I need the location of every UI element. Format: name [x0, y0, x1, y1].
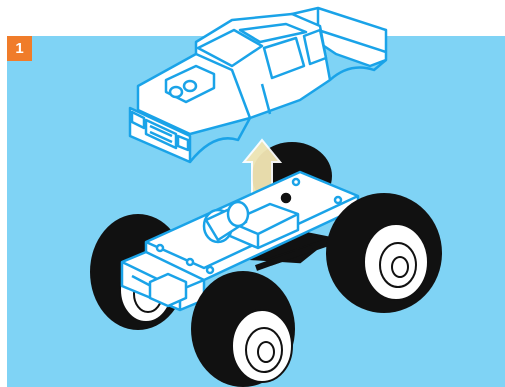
front-right-wheel	[326, 193, 442, 313]
truck-body-shell	[130, 8, 386, 162]
step-number-badge: 1	[7, 36, 32, 61]
front-left-wheel	[191, 271, 295, 387]
